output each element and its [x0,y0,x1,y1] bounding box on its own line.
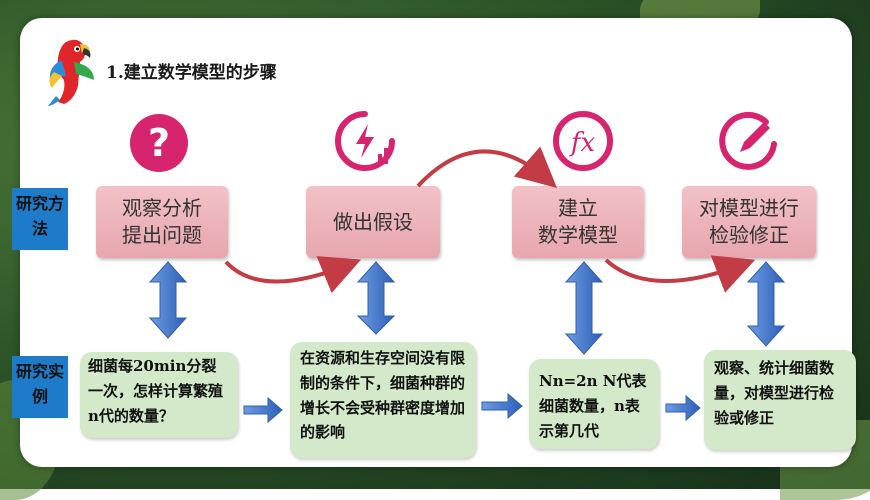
parrot-icon [48,39,94,106]
curve-arrow-1 [224,256,362,294]
fx-icon: fx [553,111,613,171]
right-arrow-1 [243,396,283,424]
pencil-circle-icon [719,111,777,170]
lightning-chart-icon [335,111,395,171]
example-box-verify: 观察、统计细菌数量，对模型进行检验或修正 [704,350,856,450]
question-icon: ? [130,114,188,172]
row-label-method: 研究方法 [12,188,68,250]
step-box-hypothesis: 做出假设 [306,186,440,258]
svg-text:?: ? [148,121,170,165]
arrows-overlay [148,146,786,424]
svg-text:fx: fx [569,128,596,158]
curve-arrow-2 [416,146,558,188]
right-arrow-3 [665,394,701,422]
step-box-verify: 对模型进行 检验修正 [682,186,816,258]
double-arrow-2 [356,261,396,335]
double-arrow-4 [746,261,786,347]
example-box-model: Nn=2n N代表细菌数量，n表示第几代 [529,359,659,449]
example-box-hypothesis: 在资源和生存空间没有限制的条件下，细菌种群的增长不会受种群密度增加的影响 [290,342,476,458]
double-arrow-3 [564,261,604,355]
row-label-example: 研究实例 [12,356,68,418]
double-arrow-1 [148,261,188,339]
step-box-observe: 观察分析 提出问题 [96,186,228,258]
right-arrow-2 [481,392,523,420]
example-box-question: 细菌每20min分裂一次，怎样计算繁殖n代的数量？ [80,352,238,438]
page-title: 1.建立数学模型的步骤 [106,63,277,83]
curve-arrow-3 [604,255,756,293]
step-box-build-model: 建立 数学模型 [512,186,644,258]
